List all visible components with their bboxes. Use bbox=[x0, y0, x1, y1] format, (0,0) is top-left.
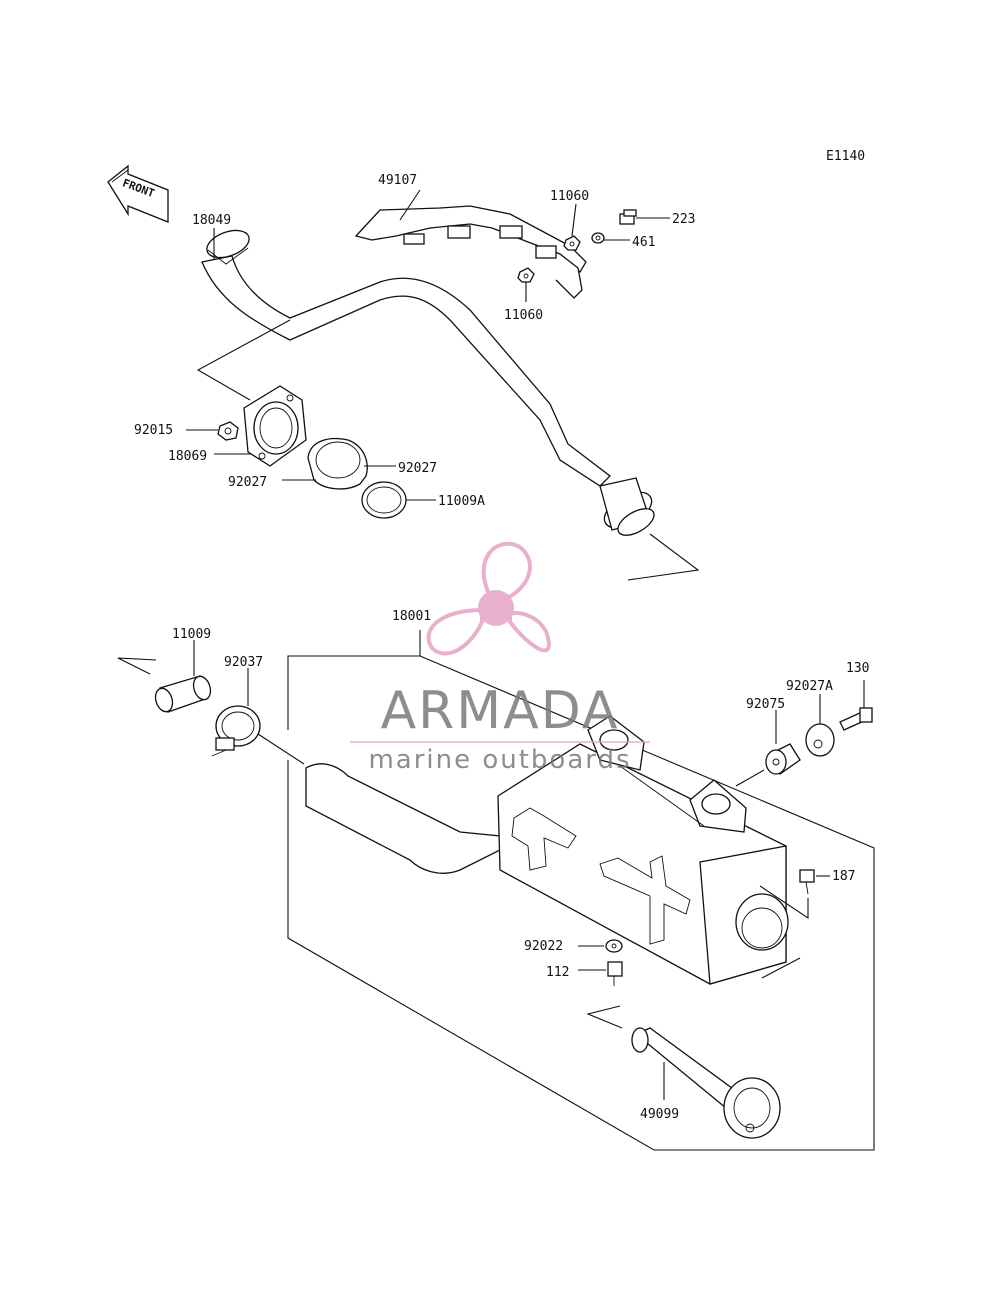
spark-arrestor-49099 bbox=[631, 1027, 781, 1139]
sleeve-11009 bbox=[154, 675, 212, 713]
label-223: 223 bbox=[672, 212, 695, 227]
bolt-130 bbox=[839, 707, 873, 731]
label-11009: 11009 bbox=[172, 627, 211, 642]
flange-18069 bbox=[243, 385, 307, 467]
gasket-92027 bbox=[307, 437, 368, 490]
bolt-223 bbox=[619, 209, 637, 225]
label-49107: 49107 bbox=[378, 173, 417, 188]
muffler-body bbox=[305, 715, 789, 985]
label-92015: 92015 bbox=[134, 423, 173, 438]
grommet-92075 bbox=[765, 743, 801, 775]
label-461: 461 bbox=[632, 235, 655, 250]
label-92037: 92037 bbox=[224, 655, 263, 670]
watermark-tagline: marine outboards bbox=[368, 745, 631, 775]
washer-92027a bbox=[805, 723, 835, 757]
nut-92015 bbox=[217, 421, 239, 441]
label-187: 187 bbox=[832, 869, 855, 884]
label-92027-left: 92027 bbox=[228, 475, 267, 490]
nut-11060-top bbox=[563, 235, 581, 251]
label-112: 112 bbox=[546, 965, 569, 980]
washer-92022 bbox=[605, 939, 623, 953]
label-11060-bottom: 11060 bbox=[504, 308, 543, 323]
label-18069: 18069 bbox=[168, 449, 207, 464]
clamp-92037 bbox=[211, 705, 261, 757]
label-92075: 92075 bbox=[746, 697, 785, 712]
diagram-code: E1140 bbox=[826, 149, 865, 164]
label-92027-right: 92027 bbox=[398, 461, 437, 476]
label-49099: 49099 bbox=[640, 1107, 679, 1122]
label-11009a: 11009A bbox=[438, 494, 485, 509]
label-18001: 18001 bbox=[392, 609, 431, 624]
heat-shield-49107 bbox=[354, 205, 587, 299]
washer-461 bbox=[591, 232, 605, 244]
propeller-icon bbox=[426, 541, 551, 656]
label-18049: 18049 bbox=[192, 213, 231, 228]
label-92022: 92022 bbox=[524, 939, 563, 954]
nut-11060-bottom bbox=[517, 267, 535, 283]
ring-11009a bbox=[361, 481, 407, 519]
front-arrow-icon: FRONT bbox=[107, 164, 169, 223]
bolt-112 bbox=[607, 961, 623, 986]
exhaust-pipe-18049 bbox=[201, 229, 655, 536]
watermark: ARMADA marine outboards bbox=[350, 541, 650, 775]
watermark-brand: ARMADA bbox=[381, 681, 620, 741]
label-130: 130 bbox=[846, 661, 869, 676]
bolt-187 bbox=[799, 869, 815, 895]
label-11060-top: 11060 bbox=[550, 189, 589, 204]
label-92027a: 92027A bbox=[786, 679, 833, 694]
